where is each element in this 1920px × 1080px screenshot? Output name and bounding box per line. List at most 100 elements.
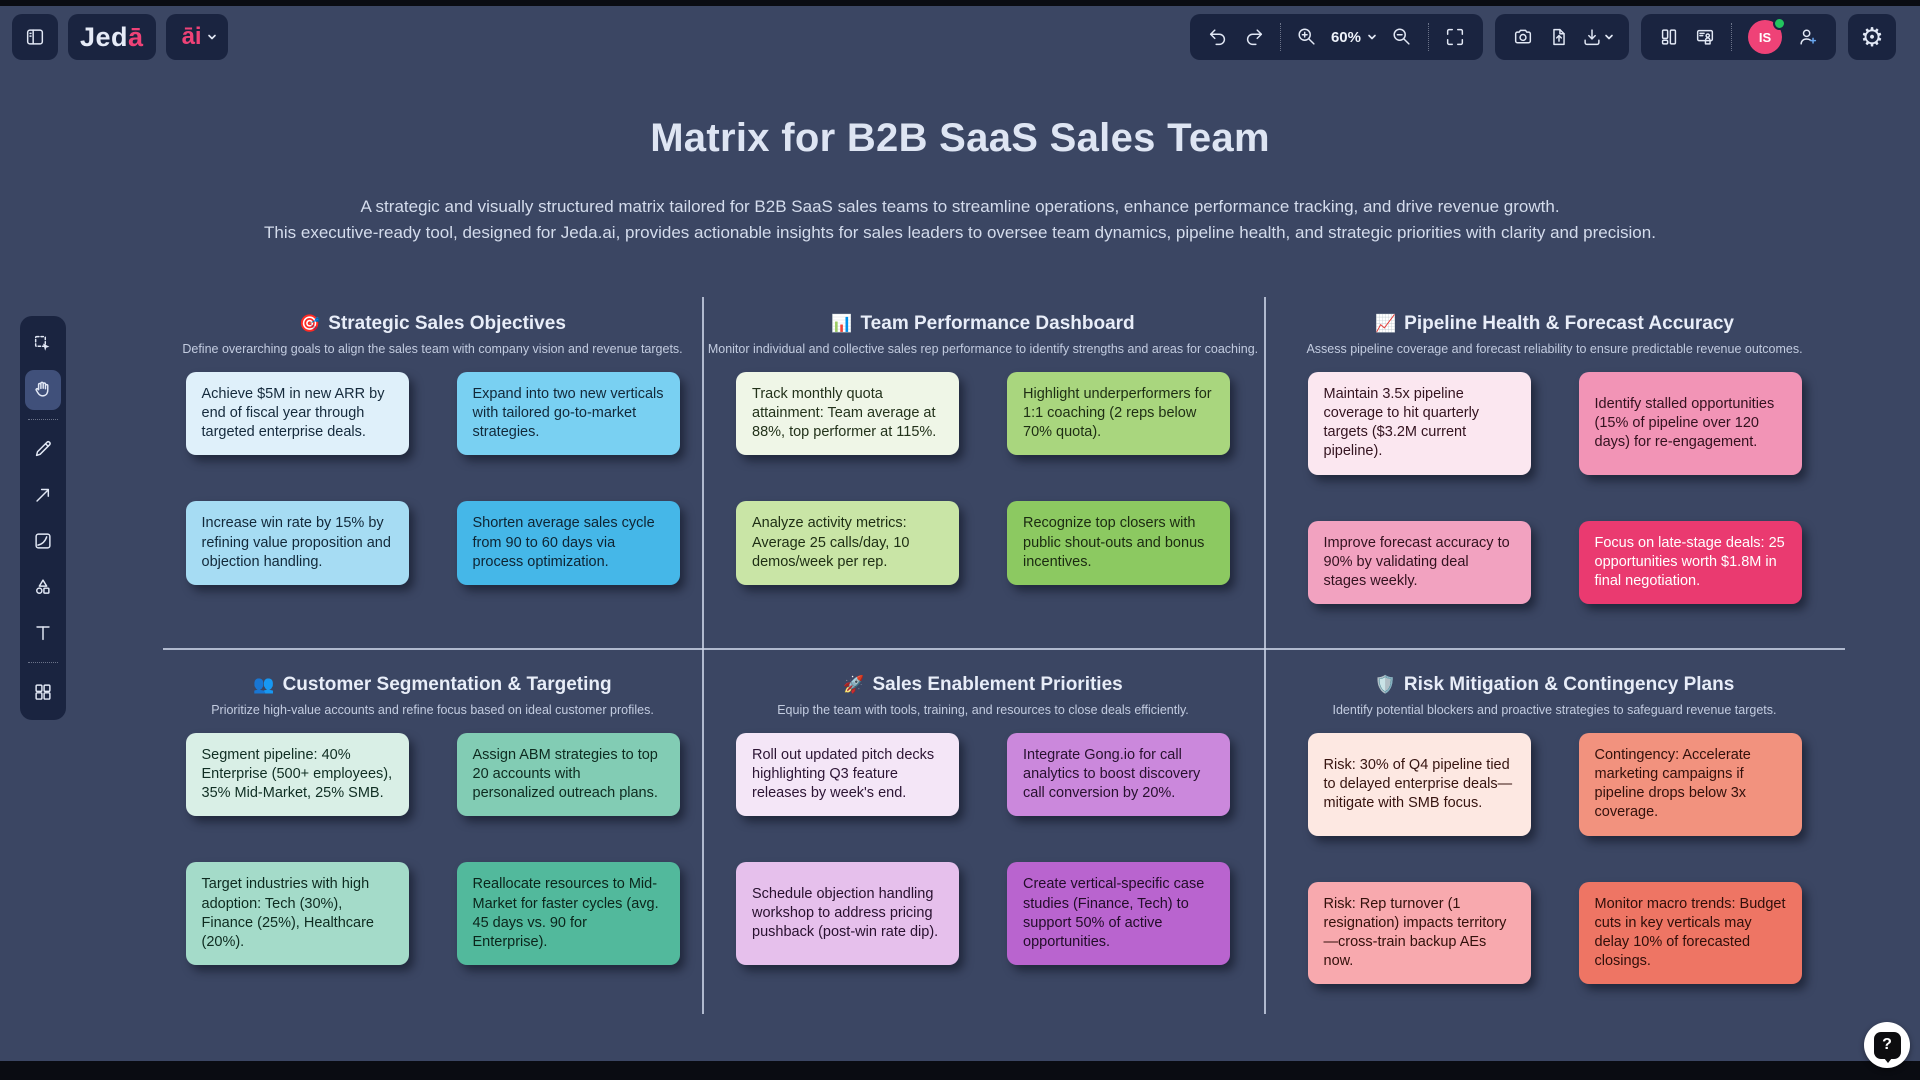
arrow-tool[interactable] [25,475,61,515]
rocket-emoji-icon: 🚀 [843,675,865,694]
section-header[interactable]: 👥 Customer Segmentation & Targeting [163,674,702,696]
sticky-note[interactable]: Create vertical-specific case studies (F… [1007,862,1230,965]
sticky-note[interactable]: Increase win rate by 15% by refining val… [185,501,409,585]
sticky-note[interactable]: Risk: Rep turnover (1 resignation) impac… [1307,881,1531,984]
select-tool[interactable] [25,324,61,364]
templates-tool[interactable] [25,672,61,712]
help-button[interactable]: ? [1864,1022,1910,1068]
download-button[interactable] [1577,18,1619,56]
sticky-note[interactable]: Highlight underperformers for 1:1 coachi… [1007,372,1230,456]
logo-text: Jed [80,21,129,52]
select-cursor-icon [34,335,50,351]
notes-grid: Maintain 3.5x pipeline coverage to hit q… [1264,372,1845,604]
matrix-vertical-divider-1 [702,297,704,1014]
sticky-note[interactable]: Reallocate resources to Mid-Market for f… [456,862,680,965]
zoom-in-button[interactable] [1289,18,1325,56]
chevron-down-icon [1368,34,1376,40]
board-subtitle-line1: A strategic and visually structured matr… [360,197,1560,216]
chevron-down-icon [1605,34,1613,40]
bar-chart-emoji-icon: 📊 [831,314,853,333]
notes-grid: Risk: 30% of Q4 pipeline tied to delayed… [1264,733,1845,984]
download-icon [1584,29,1600,46]
notes-grid: Roll out updated pitch decks highlightin… [702,733,1264,965]
section-subtitle[interactable]: Equip the team with tools, training, and… [777,703,1189,717]
export-file-icon [1553,28,1565,46]
sticky-note[interactable]: Expand into two new verticals with tailo… [456,372,680,456]
sticky-note[interactable]: Maintain 3.5x pipeline coverage to hit q… [1307,372,1531,475]
shapes-tool[interactable] [25,567,61,607]
zoom-level-dropdown[interactable]: 60% [1325,29,1384,46]
section-subtitle[interactable]: Prioritize high-value accounts and refin… [211,703,654,717]
section-header[interactable]: 📈 Pipeline Health & Forecast Accuracy [1264,313,1845,335]
pen-tool[interactable] [25,429,61,469]
layout-panels-icon [1661,29,1677,45]
notes-grid: Achieve $5M in new ARR by end of fiscal … [163,372,702,585]
sidebar-toggle-icon [17,18,53,56]
section-title: Pipeline Health & Forecast Accuracy [1404,313,1734,334]
divider [28,662,58,663]
divider [1428,23,1429,51]
undo-button[interactable] [1200,18,1236,56]
sticky-note[interactable]: Recognize top closers with public shout-… [1007,501,1230,585]
image-tool[interactable] [25,521,61,561]
sticky-note[interactable]: Schedule objection handling workshop to … [736,862,959,965]
sticky-note[interactable]: Analyze activity metrics: Average 25 cal… [736,501,959,585]
sticky-note[interactable]: Contingency: Accelerate marketing campai… [1578,733,1802,836]
sticky-note[interactable]: Segment pipeline: 40% Enterprise (500+ e… [185,733,409,817]
notes-grid: Segment pipeline: 40% Enterprise (500+ e… [163,733,702,965]
section-header[interactable]: 📊 Team Performance Dashboard [702,313,1264,335]
section-subtitle[interactable]: Define overarching goals to align the sa… [182,342,683,356]
sticky-note[interactable]: Risk: 30% of Q4 pipeline tied to delayed… [1307,733,1531,836]
sticky-note[interactable]: Integrate Gong.io for call analytics to … [1007,733,1230,817]
fullscreen-button[interactable] [1437,18,1473,56]
section-header[interactable]: 🚀 Sales Enablement Priorities [702,674,1264,696]
section-subtitle[interactable]: Monitor individual and collective sales … [707,342,1259,356]
sticky-note[interactable]: Assign ABM strategies to top 20 accounts… [456,733,680,817]
layout-panels-button[interactable] [1651,18,1687,56]
matrix-horizontal-divider [163,648,1845,650]
screenshot-button[interactable] [1505,18,1541,56]
sidebar-toggle-button[interactable] [12,14,58,60]
fullscreen-icon [1446,28,1464,46]
view-controls-group: 60% [1189,14,1483,60]
gear-icon: ⚙ [1860,22,1884,52]
ai-label: āi [181,23,202,50]
sticky-note[interactable]: Track monthly quota attainment: Team ave… [736,372,959,456]
section-subtitle[interactable]: Assess pipeline coverage and forecast re… [1306,342,1803,356]
sticky-note[interactable]: Monitor macro trends: Budget cuts in key… [1578,881,1802,984]
invite-user-button[interactable] [1790,18,1826,56]
sticky-note[interactable]: Improve forecast accuracy to 90% by vali… [1307,520,1531,604]
hand-tool[interactable] [25,370,61,410]
text-tool[interactable] [25,613,61,653]
board-title[interactable]: Matrix for B2B SaaS Sales Team [650,116,1270,160]
ai-menu-button[interactable]: āi [165,14,228,60]
section-header[interactable]: 🛡️ Risk Mitigation & Contingency Plans [1264,674,1845,696]
sticky-note[interactable]: Shorten average sales cycle from 90 to 6… [456,501,680,585]
sticky-note[interactable]: Focus on late-stage deals: 25 opportunit… [1578,520,1802,604]
sticky-note[interactable]: Identify stalled opportunities (15% of p… [1578,372,1802,475]
import-file-button[interactable] [1541,18,1577,56]
matrix-section-risk-mitigation-contingency-plans: 🛡️ Risk Mitigation & Contingency Plans I… [1264,648,1845,1014]
sticky-note[interactable]: Target industries with high adoption: Te… [185,862,409,965]
tools-sidebar [20,316,66,720]
sticky-note[interactable]: Achieve $5M in new ARR by end of fiscal … [185,372,409,456]
matrix-section-pipeline-health-forecast-accuracy: 📈 Pipeline Health & Forecast Accuracy As… [1264,297,1845,648]
section-title: Risk Mitigation & Contingency Plans [1403,674,1735,695]
notes-grid: Track monthly quota attainment: Team ave… [702,372,1264,585]
section-header[interactable]: 🎯 Strategic Sales Objectives [163,313,702,335]
image-icon [35,533,51,549]
sticky-note[interactable]: Roll out updated pitch decks highlightin… [736,733,959,817]
divider [1731,23,1732,51]
people-emoji-icon: 👥 [253,675,275,694]
presentation-button[interactable] [1687,18,1723,56]
section-subtitle[interactable]: Identify potential blockers and proactiv… [1332,703,1777,717]
zoom-out-button[interactable] [1384,18,1420,56]
undo-icon [1209,29,1226,46]
settings-button[interactable]: ⚙ [1848,14,1896,60]
screen-top-bezel [0,0,1920,6]
redo-button[interactable] [1236,18,1272,56]
board-subtitle[interactable]: A strategic and visually structured matr… [0,194,1920,245]
user-plus-icon [1800,29,1817,45]
user-avatar[interactable]: IS [1748,17,1786,54]
